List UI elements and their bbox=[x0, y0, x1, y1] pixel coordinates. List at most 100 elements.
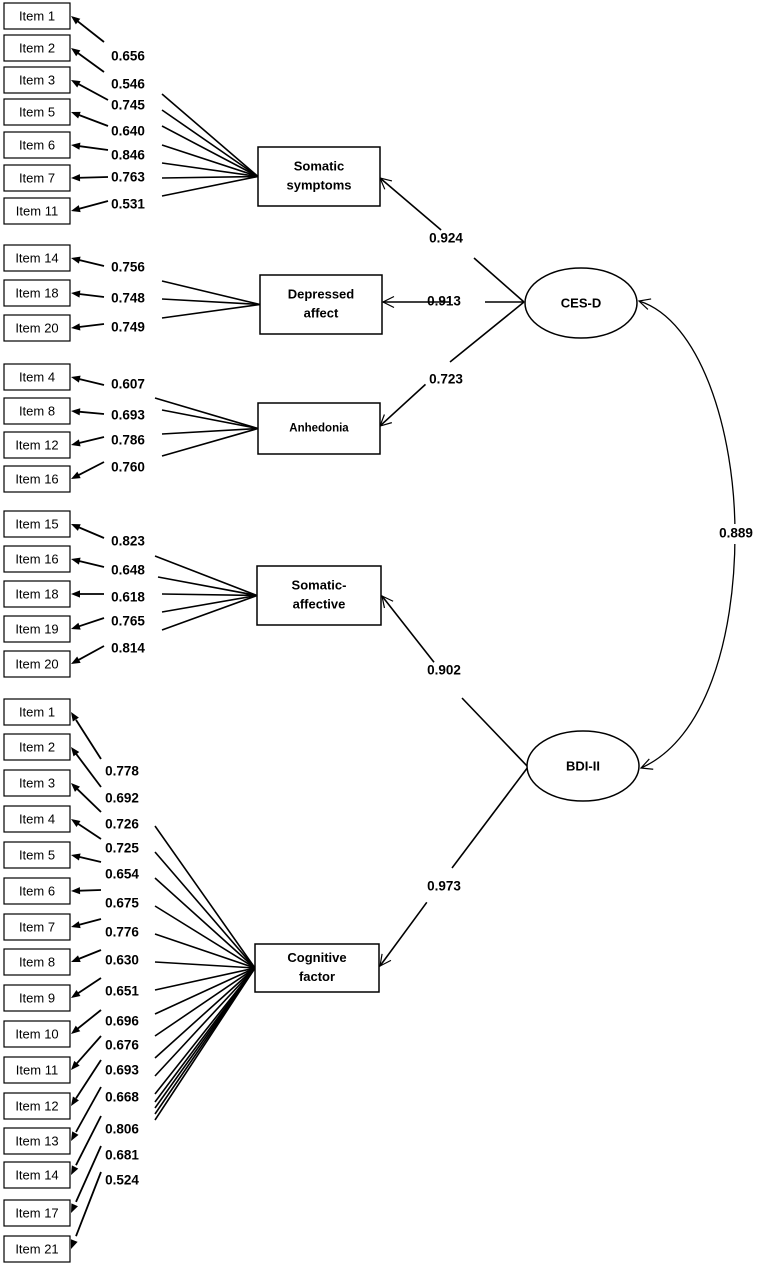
higher-loading-somaff: 0.902 bbox=[427, 663, 461, 678]
factor-line-somatic-4 bbox=[161, 162, 259, 178]
item-arrow-cognitive-6 bbox=[75, 918, 102, 927]
item-arrow-somaff-0 bbox=[75, 525, 105, 539]
item-arrowhead-anhedonia-1 bbox=[71, 408, 81, 416]
item-loading-depressed-1: 0.748 bbox=[111, 291, 145, 306]
item-arrow-somaff-1 bbox=[75, 559, 105, 568]
item-loading-cognitive-4: 0.654 bbox=[105, 867, 139, 882]
item-arrow-cognitive-0 bbox=[75, 719, 102, 760]
item-arrow-cognitive-1 bbox=[75, 753, 102, 788]
item-loading-anhedonia-3: 0.760 bbox=[111, 460, 145, 475]
item-arrowhead-cognitive-6 bbox=[71, 921, 81, 929]
item-label-cognitive-4: Item 5 bbox=[19, 847, 55, 862]
factor-line-somaff-1 bbox=[157, 576, 258, 597]
correlation-label-bg bbox=[714, 524, 758, 544]
factor-label-depressed-0: Depressed bbox=[288, 286, 355, 301]
item-loading-somaff-1: 0.648 bbox=[111, 563, 145, 578]
latent-label-bdi: BDI-II bbox=[566, 758, 600, 773]
item-label-cognitive-13: Item 14 bbox=[15, 1167, 58, 1182]
item-arrow-cognitive-9 bbox=[75, 1009, 102, 1031]
factor-label-cognitive-0: Cognitive bbox=[287, 950, 346, 965]
item-arrowhead-somaff-3 bbox=[71, 622, 81, 630]
item-arrowhead-cognitive-2 bbox=[71, 783, 80, 792]
factor-line-cognitive-9 bbox=[154, 967, 256, 1059]
higher-arrowhead-somaff bbox=[381, 594, 394, 609]
item-loading-cognitive-10: 0.676 bbox=[105, 1038, 139, 1053]
item-arrow-anhedonia-2 bbox=[75, 436, 105, 445]
higher-path-a-somatic bbox=[473, 257, 525, 303]
item-arrow-cognitive-2 bbox=[75, 787, 102, 813]
higher-loading-anhedonia: 0.723 bbox=[429, 372, 463, 387]
item-loading-cognitive-2: 0.726 bbox=[105, 817, 139, 832]
item-arrowhead-cognitive-5 bbox=[71, 887, 81, 895]
item-arrow-cognitive-7 bbox=[75, 949, 102, 961]
item-loading-somatic-4: 0.846 bbox=[111, 148, 145, 163]
factor-label-somaff-0: Somatic- bbox=[292, 577, 347, 592]
item-arrow-depressed-2 bbox=[75, 323, 105, 329]
item-label-somatic-2: Item 3 bbox=[19, 72, 55, 87]
factor-line-depressed-2 bbox=[161, 303, 261, 319]
item-label-cognitive-2: Item 3 bbox=[19, 775, 55, 790]
item-box-anhedonia-2 bbox=[3, 431, 71, 459]
item-arrow-cognitive-14 bbox=[75, 1145, 102, 1203]
factor-line-somaff-2 bbox=[161, 593, 258, 597]
factor-line-cognitive-2 bbox=[154, 877, 256, 969]
item-label-anhedonia-0: Item 4 bbox=[19, 369, 55, 384]
item-box-cognitive-1 bbox=[3, 733, 71, 761]
item-arrow-somatic-0 bbox=[75, 19, 105, 43]
item-loading-somatic-2: 0.745 bbox=[111, 98, 145, 113]
item-loading-cognitive-8: 0.651 bbox=[105, 984, 139, 999]
item-loading-somaff-0: 0.823 bbox=[111, 534, 145, 549]
item-label-cognitive-8: Item 9 bbox=[19, 990, 55, 1005]
factor-line-cognitive-8 bbox=[154, 967, 256, 1037]
item-box-somatic-3 bbox=[3, 98, 71, 126]
item-loading-anhedonia-1: 0.693 bbox=[111, 408, 145, 423]
item-box-somatic-5 bbox=[3, 164, 71, 192]
higher-loading-cognitive: 0.973 bbox=[427, 879, 461, 894]
item-label-depressed-1: Item 18 bbox=[15, 285, 58, 300]
item-box-somatic-1 bbox=[3, 34, 71, 62]
factor-line-cognitive-1 bbox=[154, 851, 256, 969]
factor-line-somaff-4 bbox=[161, 594, 258, 631]
item-loading-cognitive-12: 0.668 bbox=[105, 1090, 139, 1105]
factor-line-somaff-0 bbox=[154, 555, 258, 597]
item-arrowhead-cognitive-4 bbox=[71, 853, 81, 861]
item-box-somatic-0 bbox=[3, 2, 71, 30]
item-loading-anhedonia-2: 0.786 bbox=[111, 433, 145, 448]
factor-line-cognitive-5 bbox=[154, 961, 256, 969]
item-box-somaff-2 bbox=[3, 580, 71, 608]
item-arrowhead-cognitive-1 bbox=[71, 747, 80, 757]
item-loading-cognitive-3: 0.725 bbox=[105, 841, 139, 856]
item-box-somatic-6 bbox=[3, 197, 71, 225]
item-box-cognitive-11 bbox=[3, 1092, 71, 1120]
item-box-cognitive-2 bbox=[3, 769, 71, 797]
higher-path-b-somaff bbox=[381, 595, 435, 663]
item-arrow-somaff-4 bbox=[75, 645, 105, 663]
item-label-cognitive-6: Item 7 bbox=[19, 919, 55, 934]
item-box-cognitive-7 bbox=[3, 948, 71, 976]
item-arrow-cognitive-12 bbox=[75, 1086, 102, 1133]
latent-ellipse-bdi bbox=[526, 730, 640, 802]
item-arrow-somaff-3 bbox=[75, 617, 105, 629]
item-loading-cognitive-15: 0.524 bbox=[105, 1173, 139, 1188]
item-arrowhead-cognitive-9 bbox=[71, 1025, 81, 1034]
item-label-somaff-4: Item 20 bbox=[15, 656, 58, 671]
factor-label-cognitive-1: factor bbox=[299, 969, 335, 984]
item-loading-depressed-2: 0.749 bbox=[111, 320, 145, 335]
item-arrowhead-somaff-0 bbox=[71, 524, 81, 531]
item-label-somaff-2: Item 18 bbox=[15, 586, 58, 601]
factor-line-depressed-0 bbox=[161, 280, 261, 306]
item-loading-depressed-0: 0.756 bbox=[111, 260, 145, 275]
item-arrowhead-somatic-1 bbox=[71, 48, 81, 57]
item-label-somatic-1: Item 2 bbox=[19, 40, 55, 55]
item-arrowhead-cognitive-7 bbox=[71, 955, 81, 962]
item-label-cognitive-3: Item 4 bbox=[19, 811, 55, 826]
covariance-arrowhead-bottom bbox=[639, 758, 654, 770]
item-arrow-cognitive-10 bbox=[75, 1035, 102, 1065]
item-label-cognitive-15: Item 21 bbox=[15, 1241, 58, 1256]
item-box-anhedonia-0 bbox=[3, 363, 71, 391]
item-arrowhead-cognitive-8 bbox=[71, 990, 81, 998]
item-loading-cognitive-11: 0.693 bbox=[105, 1063, 139, 1078]
item-box-cognitive-4 bbox=[3, 841, 71, 869]
factor-line-cognitive-3 bbox=[154, 905, 256, 969]
item-loading-cognitive-9: 0.696 bbox=[105, 1014, 139, 1029]
